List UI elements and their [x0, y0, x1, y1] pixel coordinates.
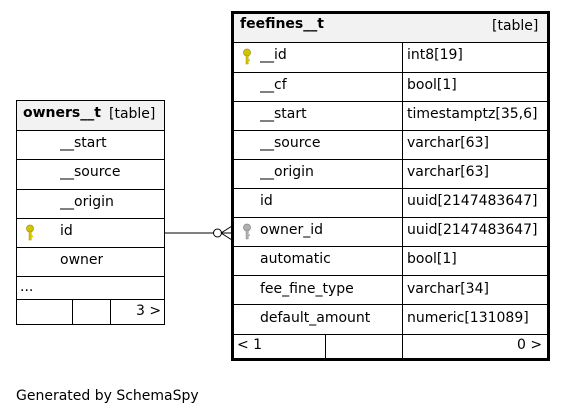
- key-icon: [26, 224, 34, 241]
- feefines-column-name: automatic: [260, 251, 331, 267]
- zero-or-many-circle: [213, 228, 222, 238]
- feefines-column-type: varchar[63]: [407, 135, 489, 151]
- feefines-table[interactable]: feefines__t [table] __id int8[19] __cf b…: [231, 11, 550, 361]
- feefines-column-type: bool[1]: [407, 251, 457, 267]
- key-icon: [243, 48, 251, 65]
- owners-table-name: owners__t: [23, 105, 101, 121]
- feefines-column-name: __start: [260, 106, 307, 122]
- feefines-column-name: fee_fine_type: [260, 281, 354, 297]
- owners-column-origin: __origin: [60, 194, 114, 210]
- feefines-column-type: varchar[34]: [407, 281, 489, 297]
- feefines-column-type: timestamptz[35,6]: [407, 106, 538, 122]
- feefines-column-type: uuid[2147483647]: [407, 193, 538, 209]
- feefines-column-name: __source: [260, 135, 321, 151]
- feefines-column-name: owner_id: [260, 222, 324, 238]
- owners-column-id: id: [60, 223, 73, 239]
- owners-table-frame: [16, 100, 165, 325]
- feefines-column-type: varchar[63]: [407, 164, 489, 180]
- owners-table[interactable]: owners__t [table] __start __source __ori…: [16, 100, 165, 325]
- owners-column-owner: owner: [60, 252, 104, 268]
- owners-column-start: __start: [60, 135, 107, 151]
- feefines-column-name: default_amount: [260, 310, 371, 326]
- feefines-column-type: bool[1]: [407, 77, 457, 93]
- feefines-column-name: id: [260, 193, 273, 209]
- feefines-nav-prev[interactable]: < 1: [237, 337, 263, 353]
- feefines-column-name: __origin: [260, 164, 314, 180]
- feefines-column-type: numeric[131089]: [407, 310, 529, 326]
- owners-column-source: __source: [60, 164, 121, 180]
- feefines-column-name: __cf: [260, 77, 287, 93]
- feefines-nav-next[interactable]: 0 >: [517, 337, 543, 353]
- feefines-column-type: int8[19]: [407, 47, 463, 63]
- foreign-key-icon: [243, 223, 251, 240]
- feefines-table-kind: [table]: [492, 18, 539, 34]
- owners-table-kind: [table]: [109, 106, 156, 122]
- feefines-table-name: feefines__t: [240, 16, 324, 32]
- feefines-column-type: uuid[2147483647]: [407, 222, 538, 238]
- generated-by-footer: Generated by SchemaSpy: [16, 388, 199, 404]
- feefines-column-name: __id: [260, 47, 287, 63]
- feefines-table-frame: [231, 11, 550, 361]
- owners-nav-next[interactable]: 3 >: [136, 303, 162, 319]
- owners-more-columns: ...: [20, 279, 34, 295]
